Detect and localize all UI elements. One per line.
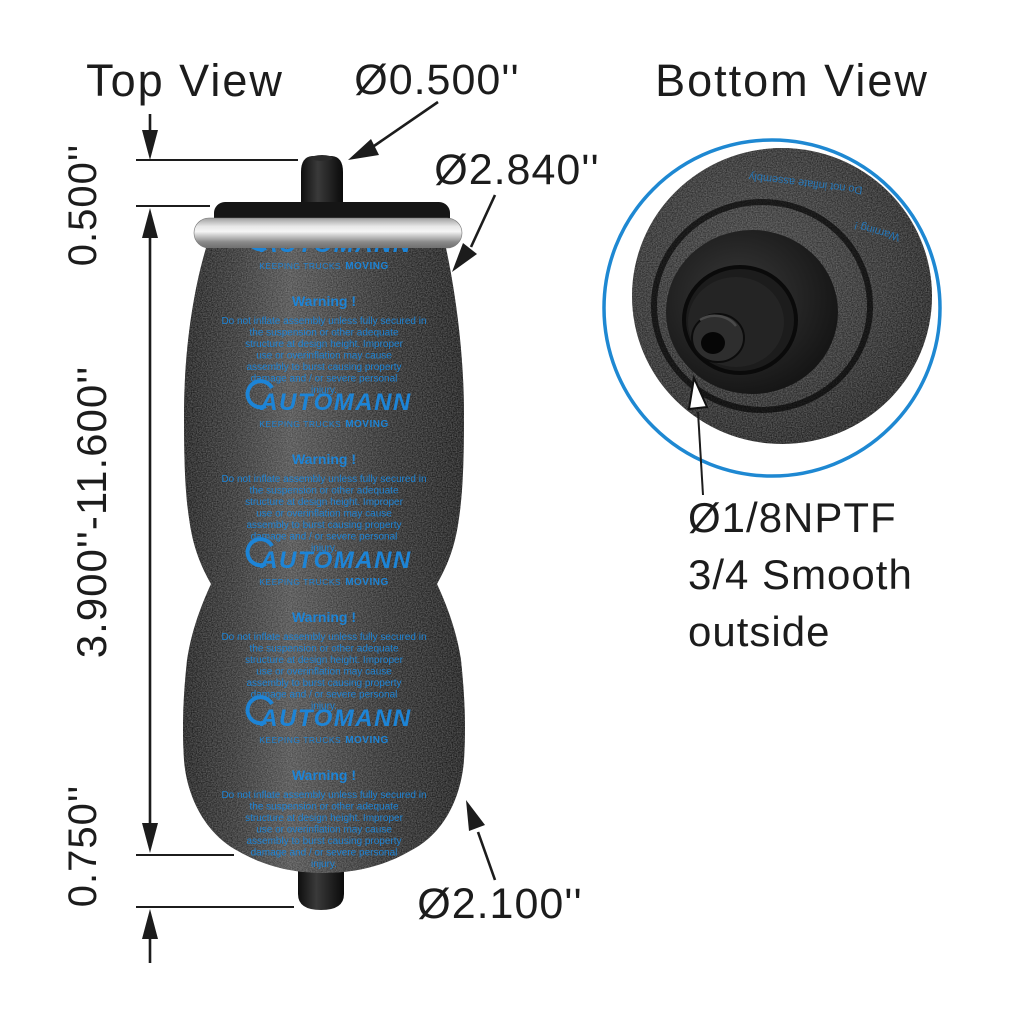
leader-dia-collar <box>469 194 497 248</box>
bottom-view-circle-outline <box>602 138 942 478</box>
top-view-title: Top View <box>86 55 284 106</box>
dia-collar-label: Ø2.840'' <box>434 146 599 194</box>
dia-top-stem-label: Ø0.500'' <box>354 56 519 104</box>
dia-bottom-label: Ø2.100'' <box>417 880 582 928</box>
body-height-range-label: 3.900''-11.600'' <box>68 366 115 659</box>
arrow-up-icon <box>142 208 158 238</box>
arrow-icon <box>348 139 379 160</box>
port-smooth-label: 3/4 Smooth <box>688 551 913 598</box>
top-stem <box>301 156 343 208</box>
leader-dia-top-stem <box>373 100 439 148</box>
bottom-view-figure: Do not inflate assembly Warning ! <box>602 138 942 478</box>
port-outside-label: outside <box>688 608 830 655</box>
top-stem-cap <box>311 155 333 161</box>
dimension-lines <box>136 100 709 963</box>
bottom-view-port-hole <box>701 332 725 354</box>
stem-height-label: 0.500'' <box>61 144 105 266</box>
boss-highlight <box>699 314 737 327</box>
arrow-down-icon <box>142 823 158 853</box>
arrow-icon <box>452 243 477 272</box>
bottom-stem-height-label: 0.750'' <box>61 785 105 907</box>
crimp-ring <box>193 217 463 249</box>
arrow-down-icon <box>142 130 158 160</box>
leader-dia-bottom <box>476 831 497 881</box>
bottom-view-groove-outer <box>651 199 873 413</box>
arrow-icon <box>466 800 485 831</box>
arrow-white-icon <box>687 374 709 411</box>
air-spring-side-view <box>183 155 465 910</box>
arrow-up-icon <box>142 909 158 939</box>
leader-port <box>697 411 704 496</box>
bottom-view-title: Bottom View <box>655 55 929 106</box>
port-thread-label: Ø1/8NPTF <box>688 494 897 541</box>
